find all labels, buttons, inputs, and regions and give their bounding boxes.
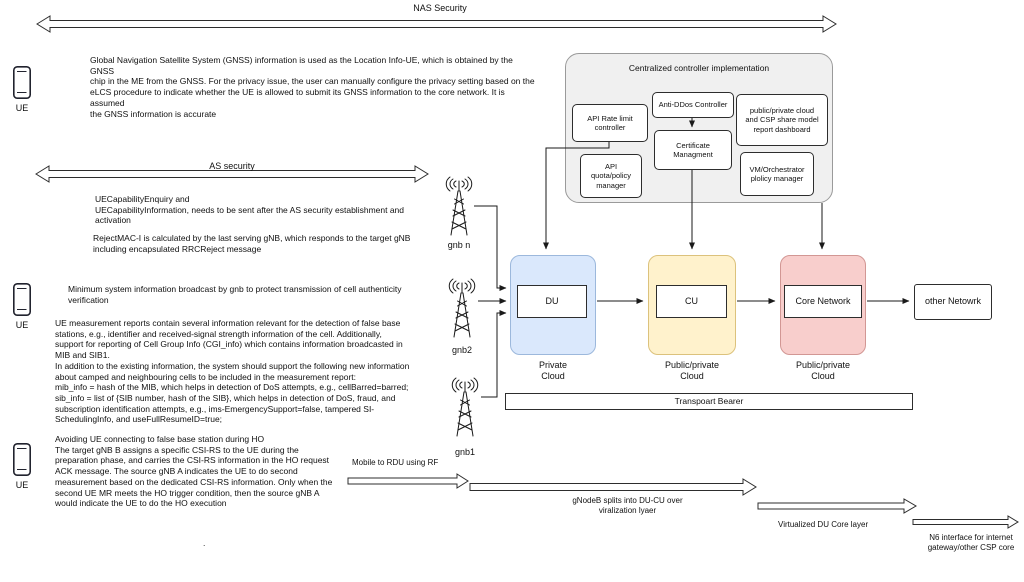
cu-cloud-label: Public/private Cloud xyxy=(664,360,720,381)
gnss-note: Global Navigation Satellite System (GNSS… xyxy=(90,55,535,119)
du-cloud-label: Private Cloud xyxy=(538,360,567,381)
gnodeb-split-arrow xyxy=(469,478,757,496)
as-security-label: AS security xyxy=(209,161,255,171)
mobile-rf-arrow xyxy=(347,473,469,489)
ue-label-3: UE xyxy=(15,480,29,490)
connector-lines xyxy=(474,118,910,398)
ue-label-1: UE xyxy=(15,103,29,113)
stray-dot: . xyxy=(203,538,206,548)
ue-phone-icon-2 xyxy=(13,282,31,317)
cell-tower-icon-gnbn xyxy=(445,176,473,236)
api-rate-limit-box: API Rate limit controller xyxy=(572,104,648,142)
min-sys-info-note: Minimum system information broadcast by … xyxy=(68,284,402,305)
controller-title: Centralized controller implementation xyxy=(628,63,770,73)
cu-box: CU xyxy=(656,285,727,318)
gnb-n-label: gnb n xyxy=(447,240,471,250)
core-cloud-label: Public/private Cloud xyxy=(795,360,851,381)
core-network-box: Core Network xyxy=(784,285,862,318)
csp-dashboard-box: public/private cloud and CSP share model… xyxy=(736,94,828,146)
ue-label-2: UE xyxy=(15,320,29,330)
ue-phone-icon-1 xyxy=(13,66,31,99)
certificate-management-box: Certificate Managment xyxy=(654,130,732,170)
virtualized-du-label: Virtualized DU Core layer xyxy=(778,520,869,529)
vm-orchestrator-box: VM/Orchestrator plolicy manager xyxy=(740,152,814,196)
n6-interface-arrow xyxy=(912,515,1019,529)
mobile-rf-label: Mobile to RDU using RF xyxy=(352,458,439,467)
virtualized-du-arrow xyxy=(757,498,917,514)
handover-note: Avoiding UE connecting to false base sta… xyxy=(55,434,333,509)
gnb-2-label: gnb2 xyxy=(451,345,473,355)
nas-security-label: NAS Security xyxy=(413,3,467,13)
as-security-arrow xyxy=(35,165,429,183)
reject-mac-note: RejectMAC-I is calculated by the last se… xyxy=(93,233,411,254)
ue-phone-icon-3 xyxy=(13,442,31,477)
gnodeb-split-label: gNodeB splits into DU-CU over viralizati… xyxy=(572,496,683,515)
n6-interface-label: N6 interface for internet gateway/other … xyxy=(927,533,1015,552)
du-box: DU xyxy=(517,285,587,318)
api-quota-policy-box: API quota/policy manager xyxy=(580,154,642,198)
ue-capability-note: UECapabilityEnquiry and UECapabilityInfo… xyxy=(95,194,405,226)
transport-bearer-box: Transpoart Bearer xyxy=(505,393,913,410)
measurement-report-note: UE measurement reports contain several i… xyxy=(55,318,410,425)
gnb-1-label: gnb1 xyxy=(454,447,476,457)
nas-security-arrow xyxy=(36,15,837,33)
other-network-box: other Netowrk xyxy=(914,284,992,320)
anti-ddos-box: Anti-DDos Controller xyxy=(652,92,734,118)
